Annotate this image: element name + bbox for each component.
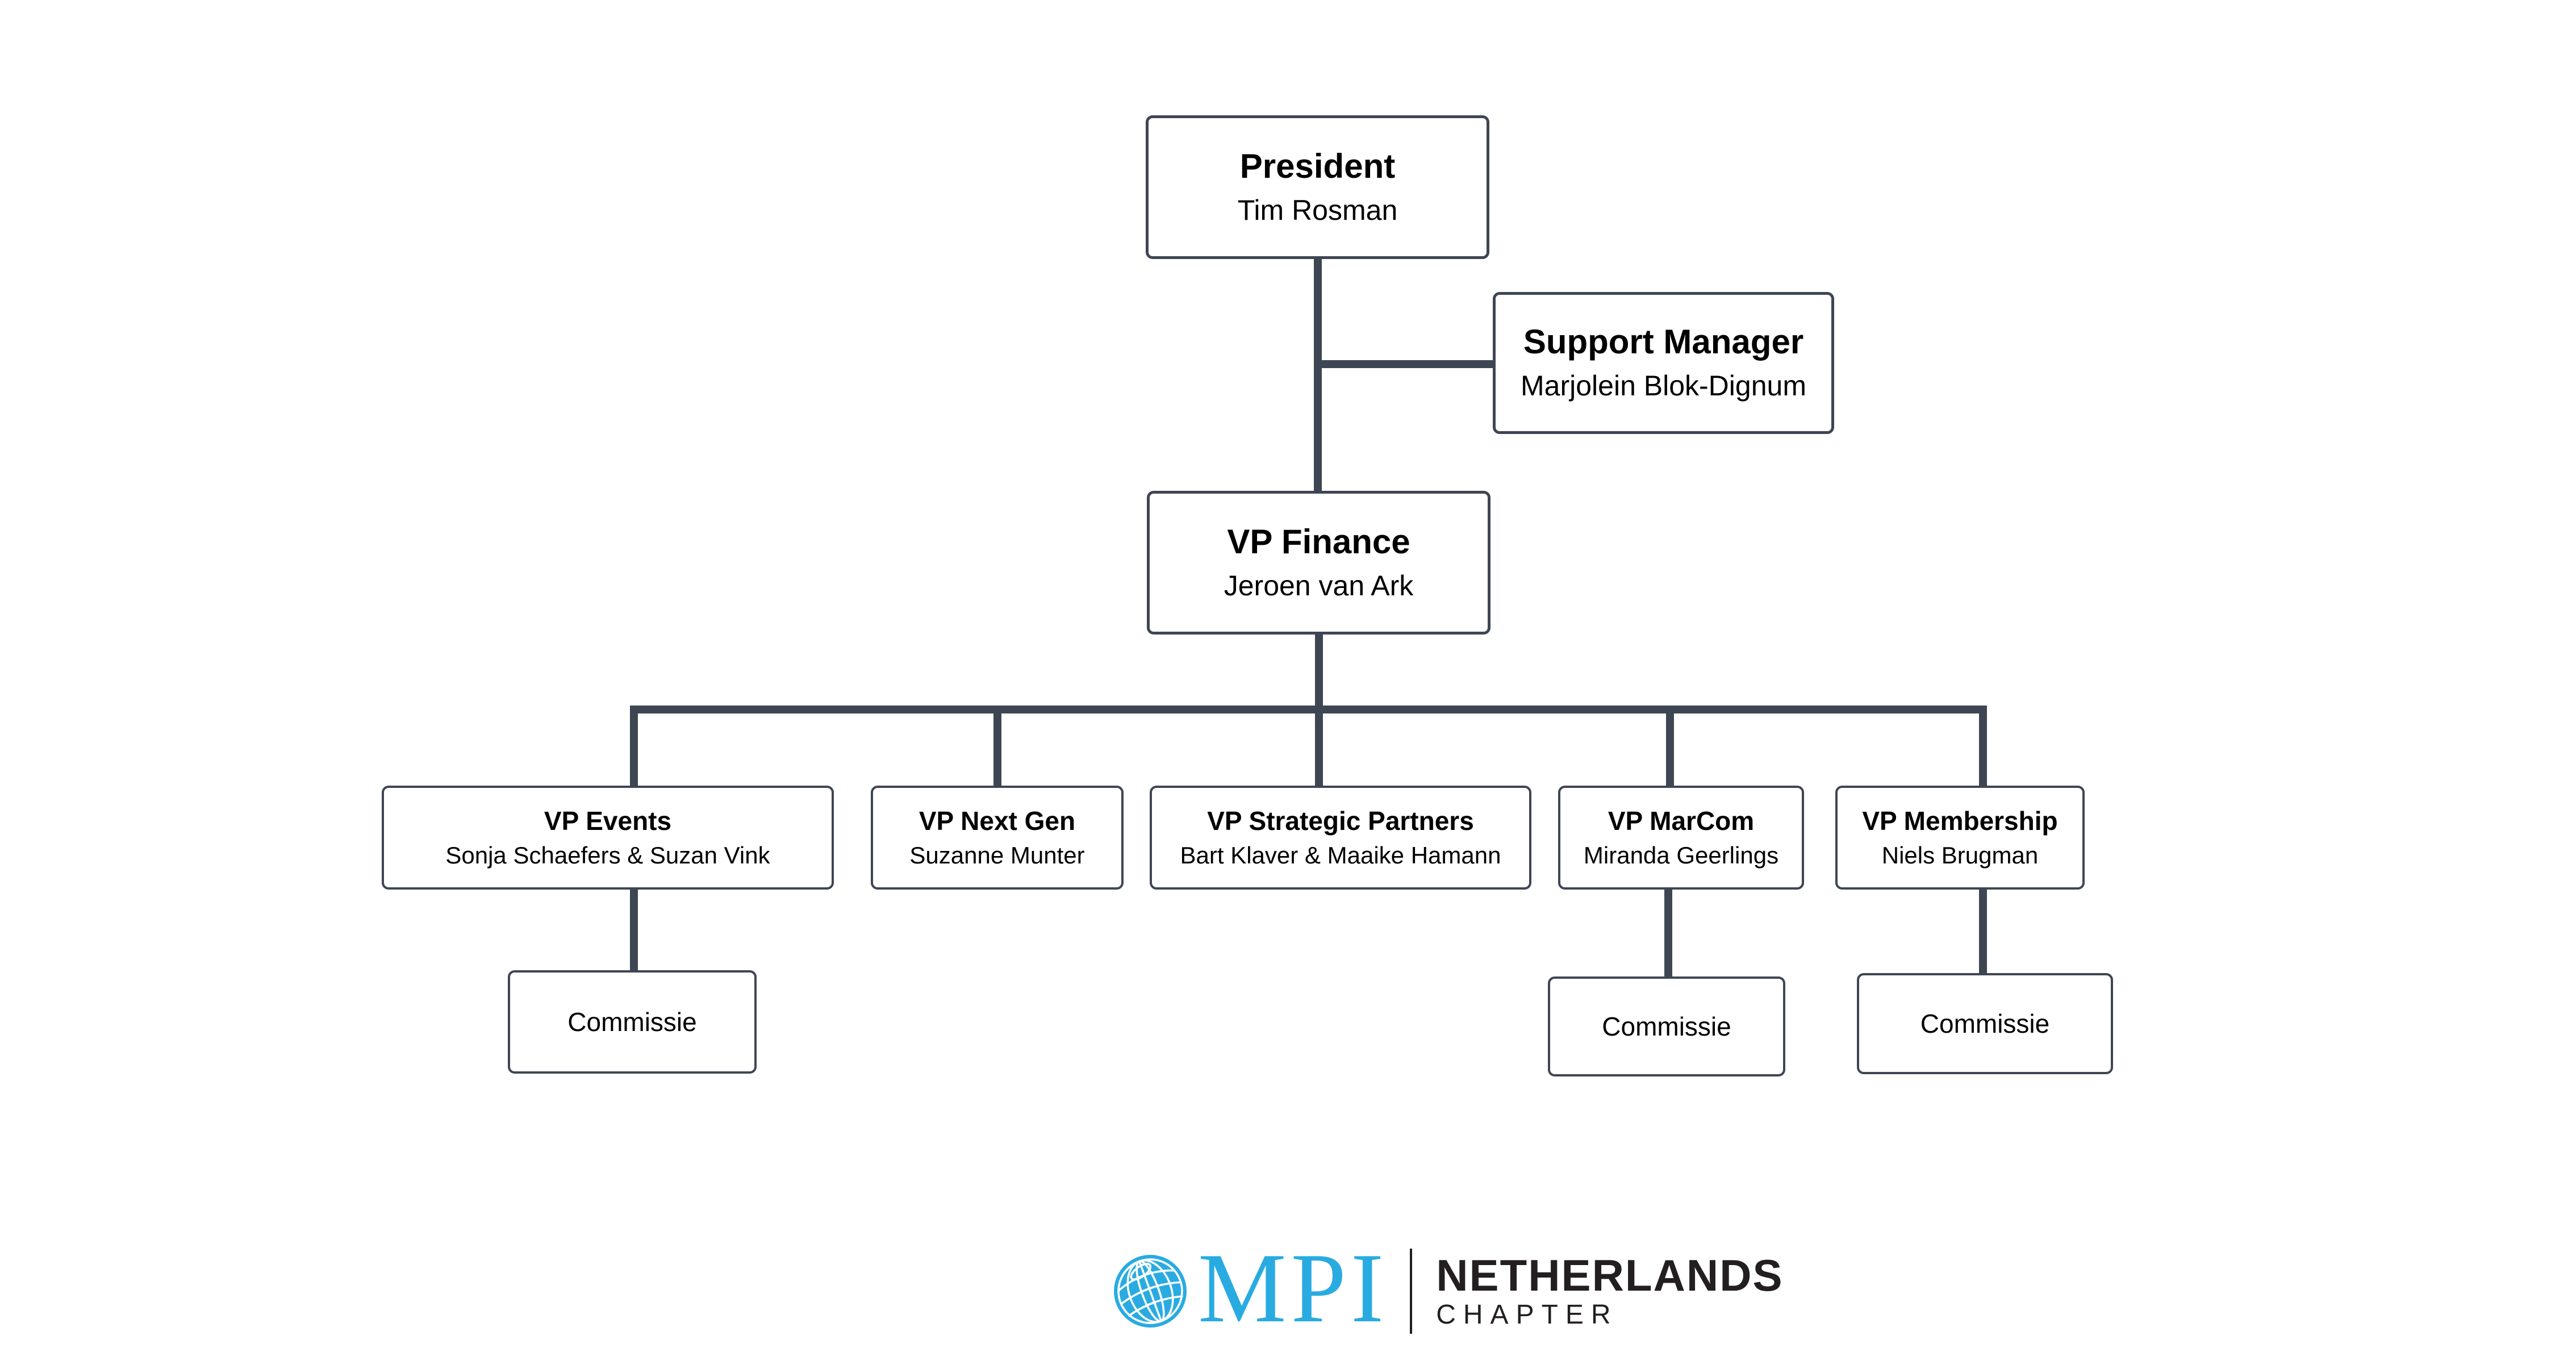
- node-vp-strategic-partners: VP Strategic Partners Bart Klaver & Maai…: [1150, 786, 1531, 890]
- node-events-title: VP Events: [544, 806, 672, 836]
- node-vp-events: VP Events Sonja Schaefers & Suzan Vink: [382, 786, 834, 890]
- mpi-wordmark: MPI: [1198, 1232, 1389, 1343]
- connector-row-horizontal: [630, 706, 1987, 713]
- mpi-netherlands-logo: MPI NETHERLANDS CHAPTER: [1114, 1238, 1784, 1337]
- node-support-title: Support Manager: [1523, 323, 1804, 361]
- node-commissie-membership: Commissie: [1857, 973, 2113, 1074]
- connector-membership-commissie: [1979, 890, 1987, 973]
- connector-drop-nextgen: [993, 713, 1001, 786]
- node-president-title: President: [1239, 147, 1396, 185]
- node-strategic-person: Bart Klaver & Maaike Hamann: [1180, 841, 1501, 869]
- node-vp-membership: VP Membership Niels Brugman: [1835, 786, 2085, 890]
- node-president-person: Tim Rosman: [1237, 194, 1398, 226]
- chapter-wordmark: NETHERLANDS CHAPTER: [1436, 1252, 1783, 1330]
- connector-drop-events: [630, 706, 638, 786]
- node-strategic-title: VP Strategic Partners: [1207, 806, 1474, 836]
- node-nextgen-title: VP Next Gen: [918, 806, 1076, 836]
- node-vp-next-gen: VP Next Gen Suzanne Munter: [871, 786, 1124, 890]
- node-nextgen-person: Suzanne Munter: [909, 841, 1085, 869]
- connector-drop-membership: [1979, 706, 1987, 786]
- connector-support-manager: [1318, 360, 1493, 368]
- node-marcom-title: VP MarCom: [1608, 806, 1755, 836]
- globe-icon: [1114, 1255, 1187, 1328]
- logo-chapter-text: CHAPTER: [1436, 1300, 1618, 1330]
- node-support-person: Marjolein Blok-Dignum: [1521, 370, 1806, 402]
- node-finance-person: Jeroen van Ark: [1224, 569, 1414, 602]
- node-support-manager: Support Manager Marjolein Blok-Dignum: [1493, 292, 1834, 434]
- node-commissie-marcom-label: Commissie: [1602, 1012, 1731, 1041]
- node-marcom-person: Miranda Geerlings: [1583, 841, 1779, 869]
- node-vp-marcom: VP MarCom Miranda Geerlings: [1558, 786, 1804, 890]
- node-finance-title: VP Finance: [1227, 522, 1410, 561]
- connector-president-finance: [1314, 259, 1322, 491]
- node-president: President Tim Rosman: [1146, 115, 1489, 259]
- node-membership-title: VP Membership: [1862, 806, 2058, 836]
- node-membership-person: Niels Brugman: [1881, 841, 2039, 869]
- node-commissie-events: Commissie: [508, 970, 757, 1074]
- node-commissie-marcom: Commissie: [1548, 976, 1785, 1076]
- logo-region-text: NETHERLANDS: [1436, 1250, 1784, 1300]
- connector-events-commissie: [630, 890, 638, 970]
- connector-drop-marcom: [1666, 713, 1674, 786]
- node-vp-finance: VP Finance Jeroen van Ark: [1147, 491, 1491, 635]
- logo-divider: [1410, 1249, 1413, 1334]
- node-events-person: Sonja Schaefers & Suzan Vink: [445, 841, 770, 869]
- node-commissie-events-label: Commissie: [567, 1007, 697, 1037]
- node-commissie-membership-label: Commissie: [1920, 1009, 2050, 1038]
- connector-marcom-commissie: [1664, 890, 1672, 976]
